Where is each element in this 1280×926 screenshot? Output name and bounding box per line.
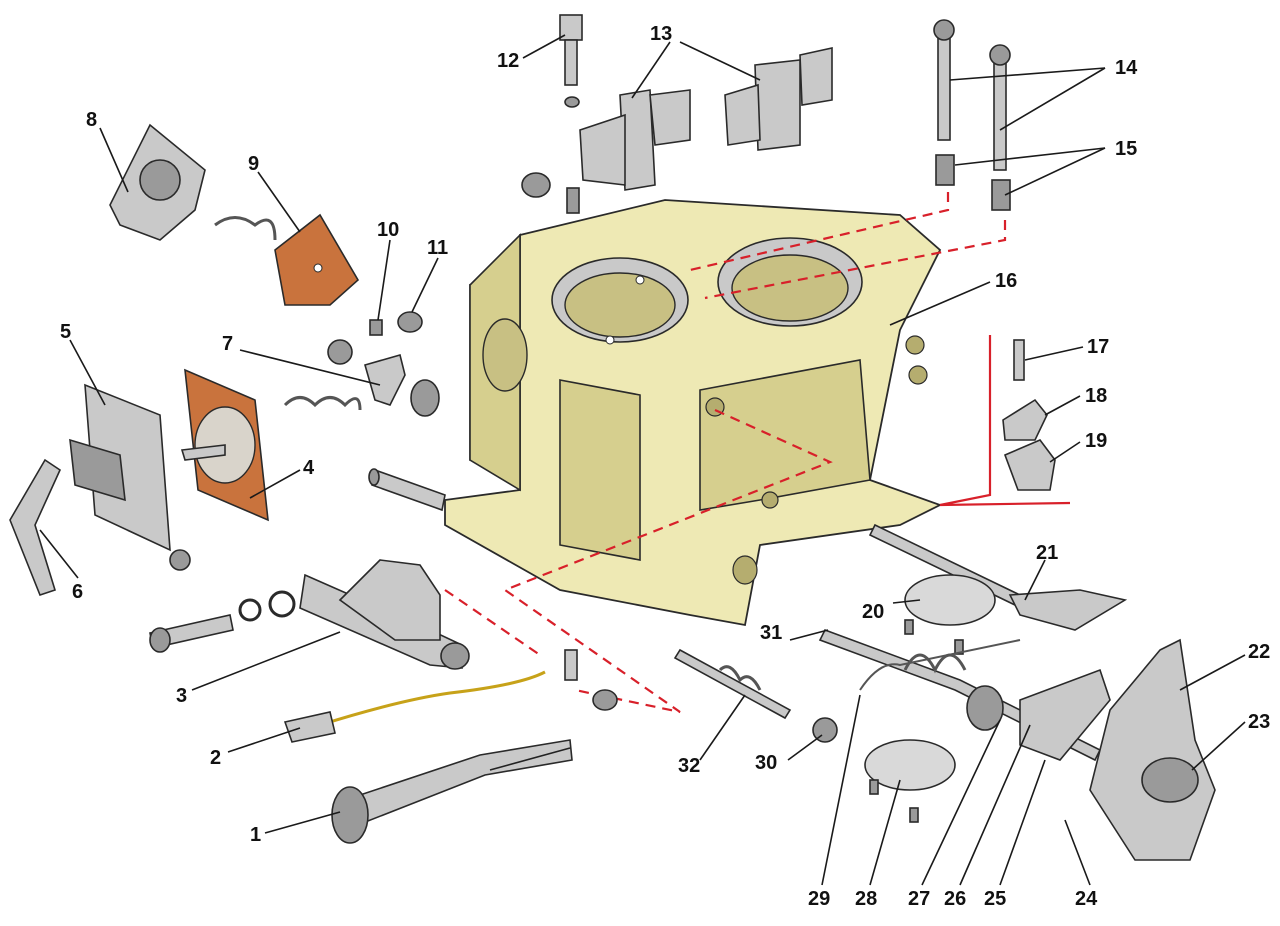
callout-29: 29 [808,888,830,910]
part-17-19-spring-clips [1002,339,1056,491]
callout-30: 30 [755,752,777,774]
callout-12: 12 [497,50,519,72]
callout-4: 4 [303,457,315,479]
callout-24: 24 [1075,888,1098,910]
callout-3: 3 [176,685,187,707]
callout-11: 11 [427,237,448,259]
part-5-cover [69,383,191,571]
callout-6: 6 [72,581,83,603]
assembly-lines [444,192,1071,714]
callout-labels: 1 2 3 4 5 6 7 8 9 10 11 12 13 14 15 16 1… [60,23,1270,910]
part-20-21-throttle [868,523,1128,655]
callout-5: 5 [60,321,71,343]
callout-20: 20 [862,601,884,623]
part-3-jet-holder [149,559,470,670]
callout-10: 10 [377,219,399,241]
callout-25: 25 [984,888,1006,910]
callout-27: 27 [908,888,930,910]
part-22-31-throttle-assembly [673,629,1216,861]
callout-7: 7 [222,333,233,355]
leader-lines [39,34,1246,886]
part-6-lever [9,458,62,596]
callout-16: 16 [995,270,1017,292]
callout-17: 17 [1087,336,1109,358]
callout-19: 19 [1085,430,1107,452]
callout-22: 22 [1248,641,1270,663]
callout-13: 13 [650,23,672,45]
callout-9: 9 [248,153,259,175]
callout-21: 21 [1036,542,1058,564]
callout-18: 18 [1085,385,1107,407]
carburetor-body [368,199,943,627]
part-4-diaphragm [180,368,269,522]
callout-31: 31 [760,622,782,644]
part-9-pump-diaphragm [274,213,360,306]
callout-8: 8 [86,109,97,131]
part-7-cam-spring [283,339,440,417]
callout-14: 14 [1115,57,1138,79]
callout-2: 2 [210,747,221,769]
callout-15: 15 [1115,138,1137,160]
part-1-mixture-screw [331,739,573,844]
callout-28: 28 [855,888,877,910]
callout-32: 32 [678,755,700,777]
part-2-solenoid-wire [283,649,618,743]
callout-26: 26 [944,888,966,910]
part-8-pump-cover [109,123,277,241]
callout-23: 23 [1248,711,1270,733]
part-12-valve [559,14,583,108]
part-10-11-screws [369,311,423,336]
part-13-diffusers [521,47,833,214]
part-14-15-emulsion-tubes [933,19,1011,211]
callout-1: 1 [250,824,261,846]
